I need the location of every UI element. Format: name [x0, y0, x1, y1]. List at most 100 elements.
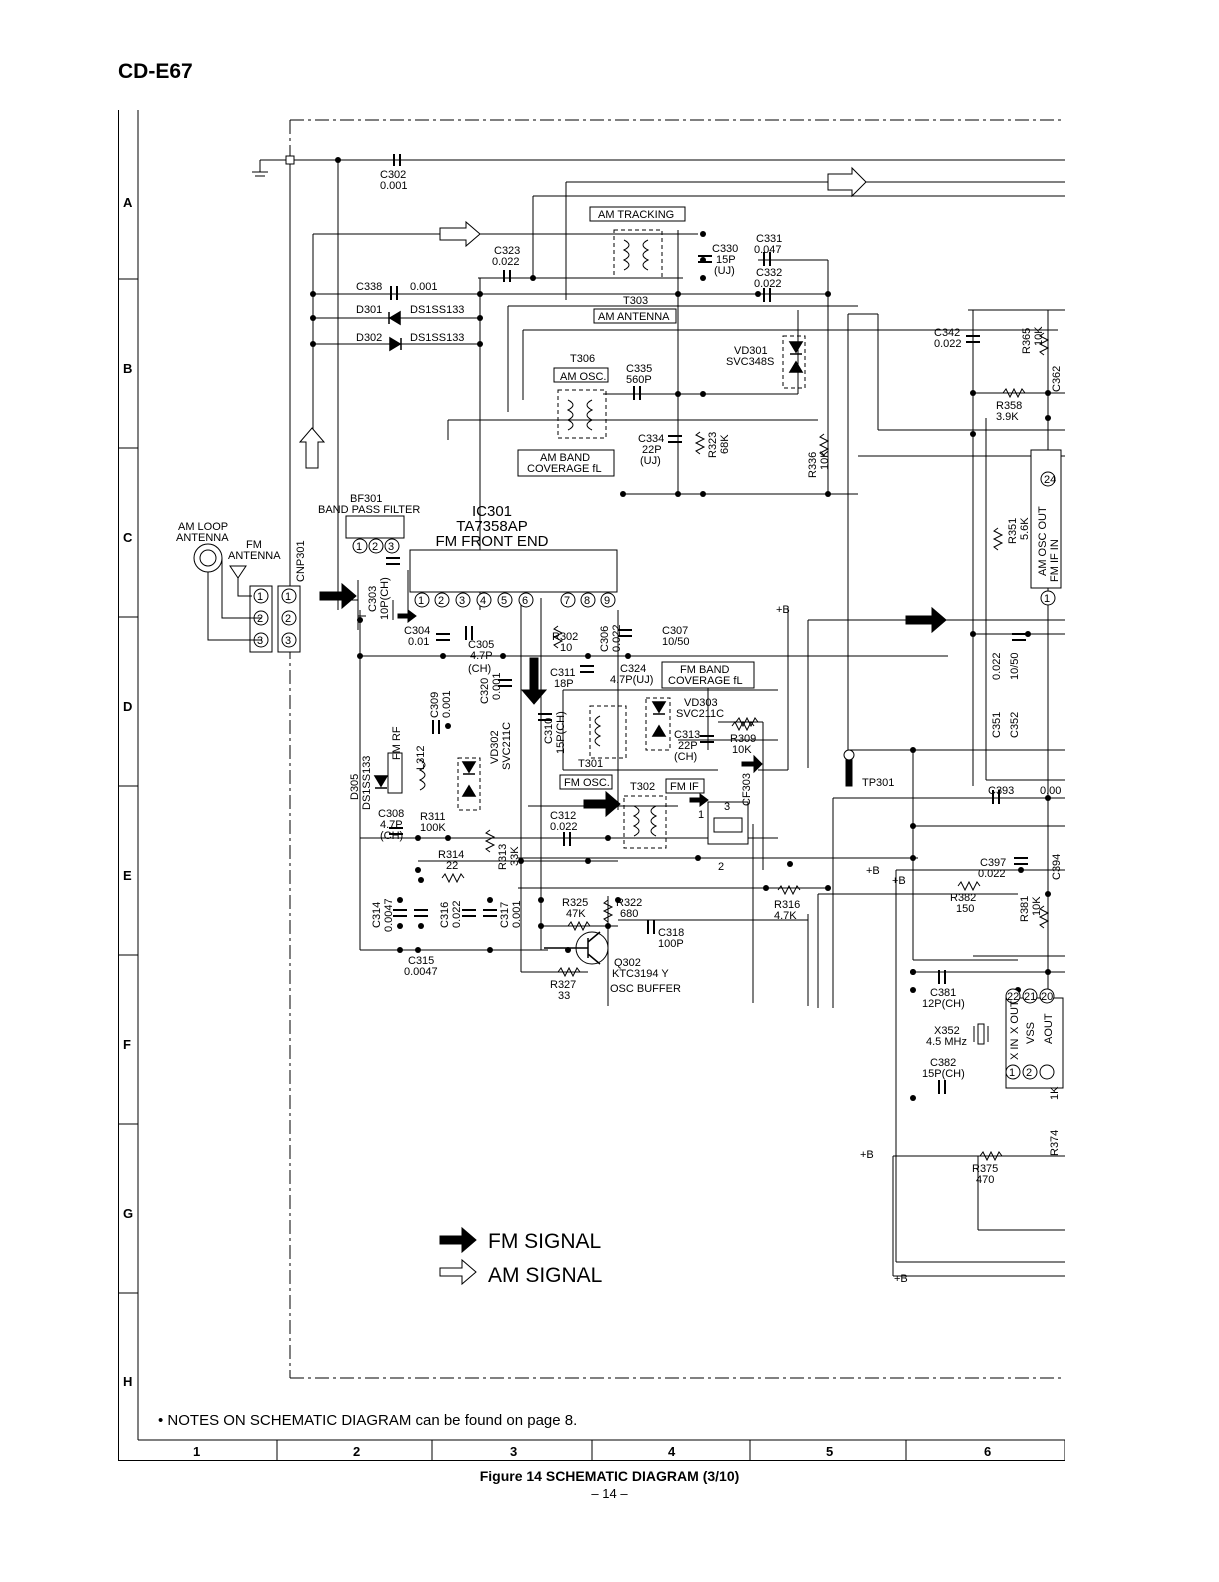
- label-band-pass-filter: BAND PASS FILTER: [318, 504, 420, 516]
- label-r381-value: 10K: [1031, 896, 1043, 916]
- label-c308: C308: [378, 808, 404, 820]
- label-t303: T303: [623, 295, 648, 307]
- label-c314: C314: [371, 902, 383, 928]
- col-label: 2: [353, 1444, 360, 1459]
- label-r365: R365: [1021, 328, 1033, 354]
- label-c312-value: 0.022: [550, 821, 578, 833]
- label-c320: C320: [479, 678, 491, 704]
- label-c308-note: (CH): [380, 830, 403, 842]
- row-label: B: [123, 361, 132, 376]
- label-c334-note: (UJ): [640, 455, 661, 467]
- label-c342: C342: [934, 327, 960, 339]
- label-am-osc: AM OSC.: [560, 371, 606, 383]
- label-vd301-value: SVC348S: [726, 356, 774, 368]
- label-c306: C306: [599, 626, 611, 652]
- ic-desc: FM FRONT END: [435, 533, 548, 550]
- label-c303: C303: [367, 586, 379, 612]
- label-d301-value: DS1SS133: [410, 304, 464, 316]
- label-r375: R375: [972, 1163, 998, 1175]
- label-l312: L312: [415, 746, 427, 770]
- label-r323: R323: [707, 432, 719, 458]
- label-c302: C302: [380, 169, 406, 181]
- label-plus-b-2: +B: [866, 865, 880, 877]
- label-r309-value: 10K: [732, 744, 752, 756]
- col-label: 4: [668, 1444, 676, 1459]
- cf-pin-1: 1: [698, 809, 704, 821]
- label-r314: R314: [438, 849, 464, 861]
- label-r358-value: 3.9K: [996, 411, 1019, 423]
- label-vd303: VD303: [684, 697, 718, 709]
- label-r325: R325: [562, 897, 588, 909]
- label-r336-value: 10K: [819, 450, 831, 470]
- label-r325-value: 47K: [566, 908, 586, 920]
- label-r336: R336: [807, 452, 819, 478]
- label-r365-value: 10K: [1033, 326, 1045, 346]
- label-c338-value: 0.001: [410, 281, 438, 293]
- label-fm-band: FM BAND: [680, 664, 730, 676]
- label-d301: D301: [356, 304, 382, 316]
- label-c305-value: 4.7P: [470, 650, 493, 662]
- label-c397-value: 0.022: [978, 868, 1006, 880]
- label-r374: R374: [1049, 1130, 1061, 1156]
- label-q302-value: KTC3194 Y: [612, 968, 669, 980]
- row-label: H: [123, 1374, 132, 1389]
- label-r314-value: 22: [446, 860, 458, 872]
- label-x-in: X IN: [1009, 1039, 1021, 1060]
- label-am-coverage: COVERAGE fL: [527, 463, 602, 475]
- row-label: F: [123, 1037, 131, 1052]
- pin-2b: 2: [1026, 1067, 1032, 1079]
- label-c394: C394: [1051, 854, 1063, 880]
- label-c342-value: 0.022: [934, 338, 962, 350]
- label-r327: R327: [550, 979, 576, 991]
- cf-pin-3: 3: [724, 801, 730, 813]
- label-c332-value: 0.022: [754, 278, 782, 290]
- label-c306-value: 0.022: [611, 624, 623, 652]
- label-plus-b-3: +B: [892, 875, 906, 887]
- label-c310-value: 15P(CH): [555, 711, 567, 754]
- label-r313: R313: [497, 844, 509, 870]
- ic-pin-5: 5: [501, 595, 507, 607]
- label-r382: R382: [950, 892, 976, 904]
- label-vd303-value: SVC211C: [676, 708, 724, 720]
- label-r327-value: 33: [558, 990, 570, 1002]
- label-t302: T302: [630, 781, 655, 793]
- label-r309: R309: [730, 733, 756, 745]
- label-am-loop: AM LOOP: [178, 521, 228, 533]
- label-c330-note: (UJ): [714, 265, 735, 277]
- label-c352: C352: [1009, 712, 1021, 738]
- label-cf303: CF303: [741, 773, 753, 806]
- label-aout: AOUT: [1043, 1013, 1055, 1044]
- label-x352: X352: [934, 1025, 960, 1037]
- am-pin-3: 3: [257, 635, 263, 647]
- am-pin-1: 1: [257, 591, 263, 603]
- label-c311: C311: [550, 667, 575, 679]
- label-c309-value: 0.001: [441, 690, 453, 718]
- cnp-pin-3: 3: [285, 635, 291, 647]
- label-c334-value: 22P: [642, 444, 662, 456]
- pin-21: 21: [1024, 991, 1036, 1003]
- label-c393-value: 0.00: [1040, 785, 1061, 797]
- label-vss: VSS: [1025, 1022, 1037, 1044]
- label-r351: R351: [1007, 518, 1019, 544]
- label-x-out: X OUT: [1009, 1000, 1021, 1034]
- label-c305: C305: [468, 639, 494, 651]
- label-r351-value: 5.6K: [1019, 517, 1031, 540]
- schematic-notes: • NOTES ON SCHEMATIC DIAGRAM can be foun…: [158, 1412, 578, 1429]
- row-label: C: [123, 530, 133, 545]
- col-label: 6: [984, 1444, 991, 1459]
- label-c303-value: 10P(CH): [379, 577, 391, 620]
- label-vd302-value: SVC211C: [501, 722, 513, 770]
- pin-22: 22: [1007, 991, 1019, 1003]
- label-c324: C324: [620, 663, 646, 675]
- ic-pin-8: 8: [584, 595, 590, 607]
- label-r311: R311: [420, 811, 445, 823]
- label-r316: R316: [774, 899, 800, 911]
- label-r302: R302: [552, 631, 578, 643]
- label-fm-coverage: COVERAGE fL: [668, 675, 743, 687]
- label-c382: C382: [930, 1057, 956, 1069]
- label-plus-b-4: +B: [860, 1149, 874, 1161]
- label-c324-value: 4.7P(UJ): [610, 674, 653, 686]
- label-plus-b: +B: [776, 604, 790, 616]
- label-c313-note: (CH): [674, 751, 697, 763]
- label-c316: C316: [439, 902, 451, 928]
